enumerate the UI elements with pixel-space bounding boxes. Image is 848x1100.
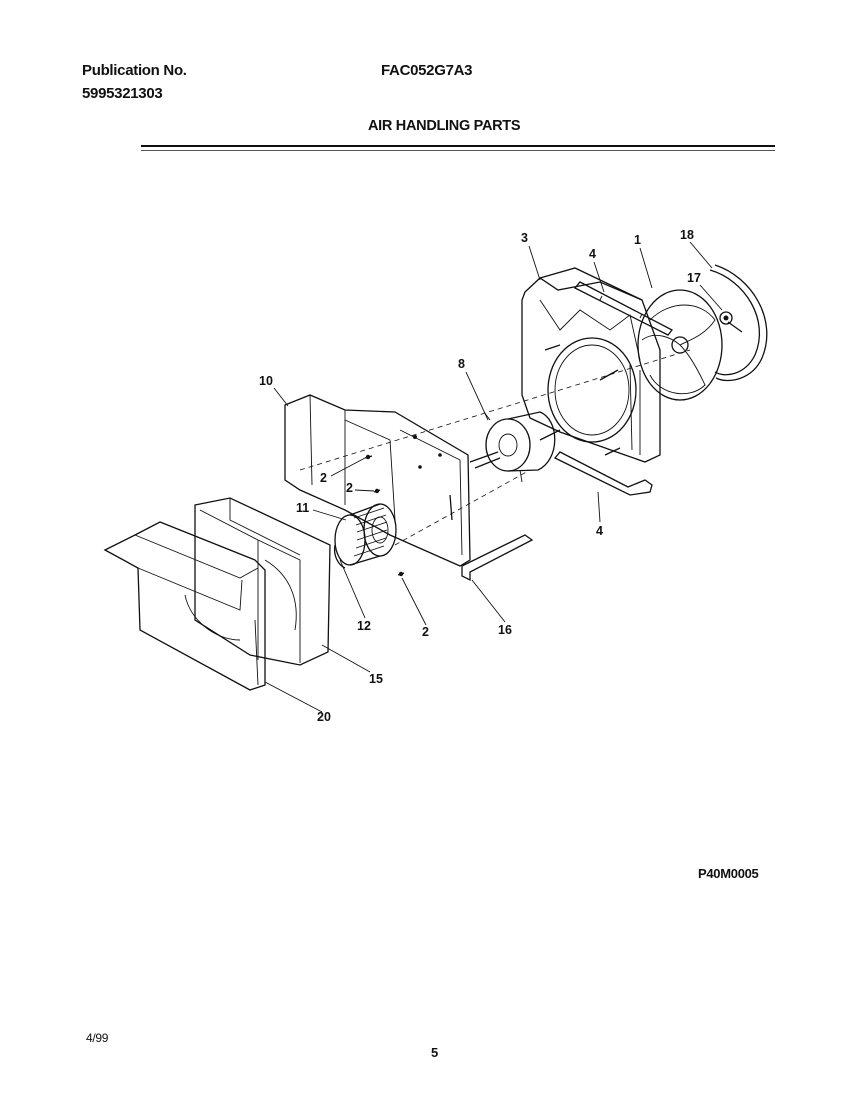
callout-2-a: 2 — [320, 471, 327, 485]
leader-lines — [264, 241, 723, 713]
callout-15: 15 — [369, 672, 383, 686]
callout-labels: 3 4 1 18 17 8 10 2 2 11 4 12 2 16 15 20 — [259, 228, 701, 724]
callout-2-b: 2 — [346, 481, 353, 495]
title-rule — [141, 145, 775, 147]
assembly-axis — [299, 349, 691, 546]
callout-4-bottom: 4 — [596, 524, 603, 538]
front-box — [194, 497, 331, 666]
title-rule-thin — [141, 150, 775, 151]
publication-label: Publication No. — [82, 62, 187, 79]
motor-bracket — [461, 534, 534, 582]
callout-17: 17 — [687, 271, 701, 285]
callout-11: 11 — [296, 501, 309, 515]
slinger-ring — [709, 264, 768, 382]
fan-motor — [469, 411, 561, 483]
callout-18: 18 — [680, 228, 694, 242]
screws — [364, 454, 405, 577]
callout-20: 20 — [317, 710, 331, 724]
callout-12: 12 — [357, 619, 371, 633]
bottom-brace — [553, 451, 653, 496]
callout-4-top: 4 — [589, 247, 596, 261]
callout-16: 16 — [498, 623, 512, 637]
shroud-panel — [521, 267, 661, 463]
callout-2-c: 2 — [422, 625, 429, 639]
publication-number: 5995321303 — [82, 85, 163, 102]
page-number: 5 — [431, 1045, 438, 1060]
blower-wheel — [334, 503, 397, 566]
callout-1: 1 — [634, 233, 641, 247]
callout-3: 3 — [521, 231, 528, 245]
callout-8: 8 — [458, 357, 465, 371]
bulkhead-housing — [284, 394, 471, 567]
model-number: FAC052G7A3 — [381, 62, 473, 79]
revision-date: 4/99 — [86, 1031, 109, 1045]
top-brace — [573, 281, 674, 336]
fan-blade — [637, 289, 723, 401]
section-title: AIR HANDLING PARTS — [368, 118, 521, 134]
clamp-nut — [719, 311, 743, 333]
front-grille — [103, 521, 266, 691]
callout-10: 10 — [259, 374, 273, 388]
diagram-code: P40M0005 — [698, 866, 759, 881]
